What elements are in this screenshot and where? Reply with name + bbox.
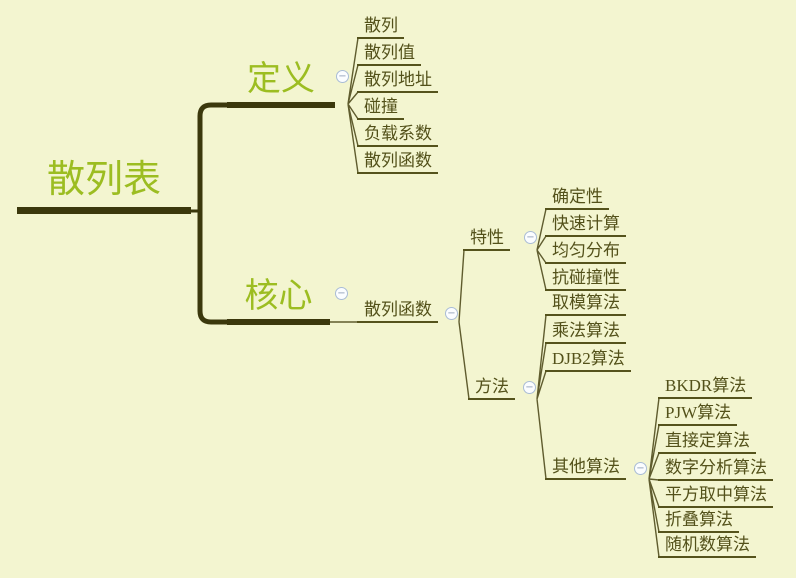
node-root-hash-table[interactable]: 散列表 bbox=[17, 156, 191, 214]
node-hash-function-core[interactable]: 散列函数 bbox=[357, 300, 438, 323]
edge-fan-hash-function bbox=[458, 249, 470, 400]
node-fast-computation[interactable]: 快速计算 bbox=[545, 214, 626, 237]
collapse-button-core[interactable]: − bbox=[335, 287, 348, 300]
node-random-number-algorithm[interactable]: 随机数算法 bbox=[658, 535, 756, 558]
node-collision[interactable]: 碰撞 bbox=[357, 97, 404, 120]
node-folding-algorithm[interactable]: 折叠算法 bbox=[658, 510, 739, 533]
node-digit-analysis-algorithm[interactable]: 数字分析算法 bbox=[658, 458, 773, 481]
node-mid-square-algorithm[interactable]: 平方取中算法 bbox=[658, 485, 773, 508]
node-pjw-algorithm[interactable]: PJW算法 bbox=[658, 403, 738, 426]
node-collision-resistance[interactable]: 抗碰撞性 bbox=[545, 268, 626, 291]
edge-fan-other-algorithms bbox=[648, 397, 660, 558]
edge-fan-traits bbox=[536, 208, 547, 291]
node-hash-function-def[interactable]: 散列函数 bbox=[357, 151, 438, 174]
collapse-button-other-algorithms[interactable]: − bbox=[634, 462, 647, 475]
node-modulo-algorithm[interactable]: 取模算法 bbox=[545, 293, 626, 316]
node-uniform-distribution[interactable]: 均匀分布 bbox=[545, 241, 626, 264]
node-determinism[interactable]: 确定性 bbox=[545, 187, 609, 210]
node-methods[interactable]: 方法 bbox=[468, 377, 515, 400]
node-other-algorithms[interactable]: 其他算法 bbox=[545, 457, 626, 480]
node-djb2-algorithm[interactable]: DJB2算法 bbox=[545, 349, 631, 372]
node-hash[interactable]: 散列 bbox=[357, 16, 404, 39]
node-traits[interactable]: 特性 bbox=[463, 228, 510, 251]
collapse-button-hash-function[interactable]: − bbox=[445, 307, 458, 320]
node-direct-algorithm[interactable]: 直接定算法 bbox=[658, 431, 756, 454]
node-bkdr-algorithm[interactable]: BKDR算法 bbox=[658, 376, 753, 399]
edge-root-bracket bbox=[197, 102, 228, 325]
node-load-factor[interactable]: 负载系数 bbox=[357, 124, 438, 147]
node-multiplication-algorithm[interactable]: 乘法算法 bbox=[545, 321, 626, 344]
node-hash-address[interactable]: 散列地址 bbox=[357, 70, 438, 93]
branch-definition[interactable]: 定义 bbox=[227, 60, 335, 108]
edge-fan-methods bbox=[536, 314, 547, 480]
collapse-button-methods[interactable]: − bbox=[523, 381, 536, 394]
edge-fan-definition bbox=[347, 37, 359, 174]
collapse-button-traits[interactable]: − bbox=[524, 231, 537, 244]
node-hash-value[interactable]: 散列值 bbox=[357, 43, 421, 66]
branch-core[interactable]: 核心 bbox=[227, 277, 330, 325]
collapse-button-definition[interactable]: − bbox=[336, 70, 349, 83]
